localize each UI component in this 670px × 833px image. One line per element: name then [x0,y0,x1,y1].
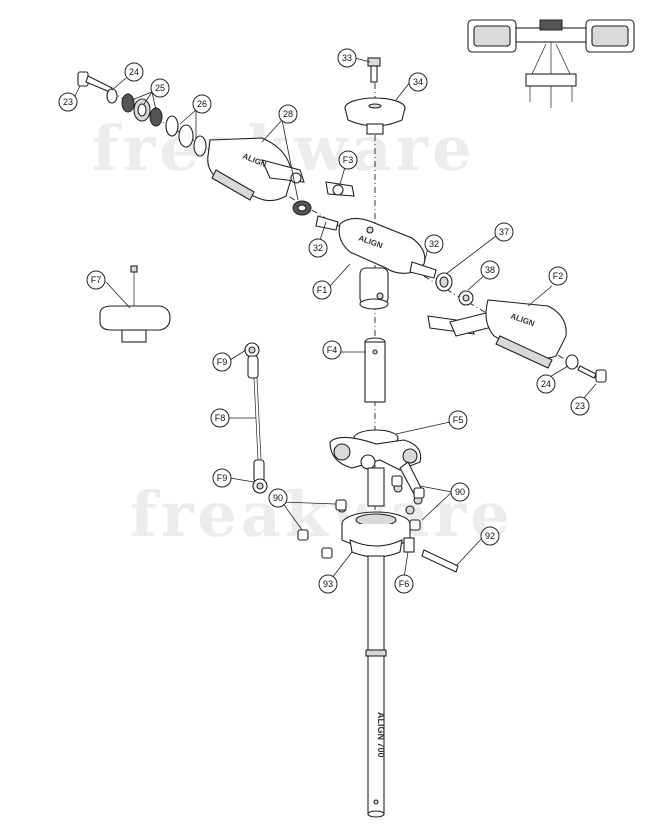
svg-text:F2: F2 [553,271,564,281]
callout-24-right: 24 [536,374,556,394]
callout-F5: F5 [448,410,468,430]
head-button-34 [344,97,406,135]
callout-93: 93 [318,574,338,594]
callout-F8: F8 [210,408,230,428]
svg-text:92: 92 [485,531,495,541]
svg-text:93: 93 [323,579,333,589]
callout-90-right: 90 [450,482,470,502]
shaft-label: ALIGN 700 [376,712,386,758]
washer-24-right [565,354,579,370]
svg-text:F7: F7 [91,275,102,285]
svg-text:33: 33 [342,53,352,63]
blade-grip-right-F2: ALIGN [427,299,567,369]
washer-38 [458,290,474,306]
svg-text:34: 34 [413,77,423,87]
svg-text:23: 23 [63,97,73,107]
svg-text:25: 25 [155,83,165,93]
callout-F7: F7 [86,270,106,290]
center-hub-F1: ALIGN [315,215,437,310]
assembled-head-thumbnail [467,19,635,108]
svg-text:38: 38 [485,265,495,275]
callout-F4: F4 [322,340,342,360]
callout-26: 26 [192,94,212,114]
spindle-tool-F7 [99,265,171,343]
main-shaft-lower: ALIGN 700 [365,555,387,818]
guide-F6 [403,537,415,553]
svg-text:F5: F5 [453,415,464,425]
pin-92 [421,549,459,573]
svg-text:24: 24 [129,67,139,77]
washout-F5 [329,429,423,507]
callout-F2: F2 [548,266,568,286]
screw-33 [367,57,381,83]
shims-26 [165,115,207,157]
bearings-25 [121,93,163,127]
callout-32-right: 32 [424,234,444,254]
svg-text:28: 28 [283,109,293,119]
callout-23-left: 23 [58,92,78,112]
svg-text:F9: F9 [217,473,228,483]
callout-33: 33 [337,48,357,68]
callout-90-left: 90 [268,488,288,508]
svg-text:24: 24 [541,379,551,389]
screw-23-left [77,71,113,93]
svg-text:F9: F9 [217,357,228,367]
svg-text:32: 32 [429,239,439,249]
callout-F1: F1 [312,280,332,300]
blade-grip-left: ALIGN [207,137,305,202]
callout-F9-upper: F9 [212,352,232,372]
svg-text:26: 26 [197,99,207,109]
callout-23-right: 23 [570,396,590,416]
ball-links-90 [297,475,425,559]
svg-text:F8: F8 [215,413,226,423]
svg-text:F3: F3 [343,155,354,165]
callout-25: 25 [150,78,170,98]
callout-92: 92 [480,526,500,546]
bearing-37 [435,272,453,292]
callout-34: 34 [408,72,428,92]
shaft-upper-F4 [364,337,386,403]
callout-32-left: 32 [308,238,328,258]
callout-28: 28 [278,104,298,124]
callout-24-left: 24 [124,62,144,82]
svg-text:F4: F4 [327,345,338,355]
callout-F9-lower: F9 [212,468,232,488]
svg-text:90: 90 [273,493,283,503]
svg-text:32: 32 [313,243,323,253]
svg-text:23: 23 [575,401,585,411]
svg-text:37: 37 [499,227,509,237]
svg-text:F1: F1 [317,285,328,295]
screw-23-right [577,365,607,383]
linkage-rod-F8 [244,342,268,494]
svg-text:F6: F6 [399,579,410,589]
callout-38: 38 [480,260,500,280]
washer-24-left [106,88,118,104]
svg-text:90: 90 [455,487,465,497]
ball-link-F3 [325,181,355,197]
callout-37: 37 [494,222,514,242]
callout-F6: F6 [394,574,414,594]
bearing-28-left [292,200,312,216]
callout-F3: F3 [338,150,358,170]
